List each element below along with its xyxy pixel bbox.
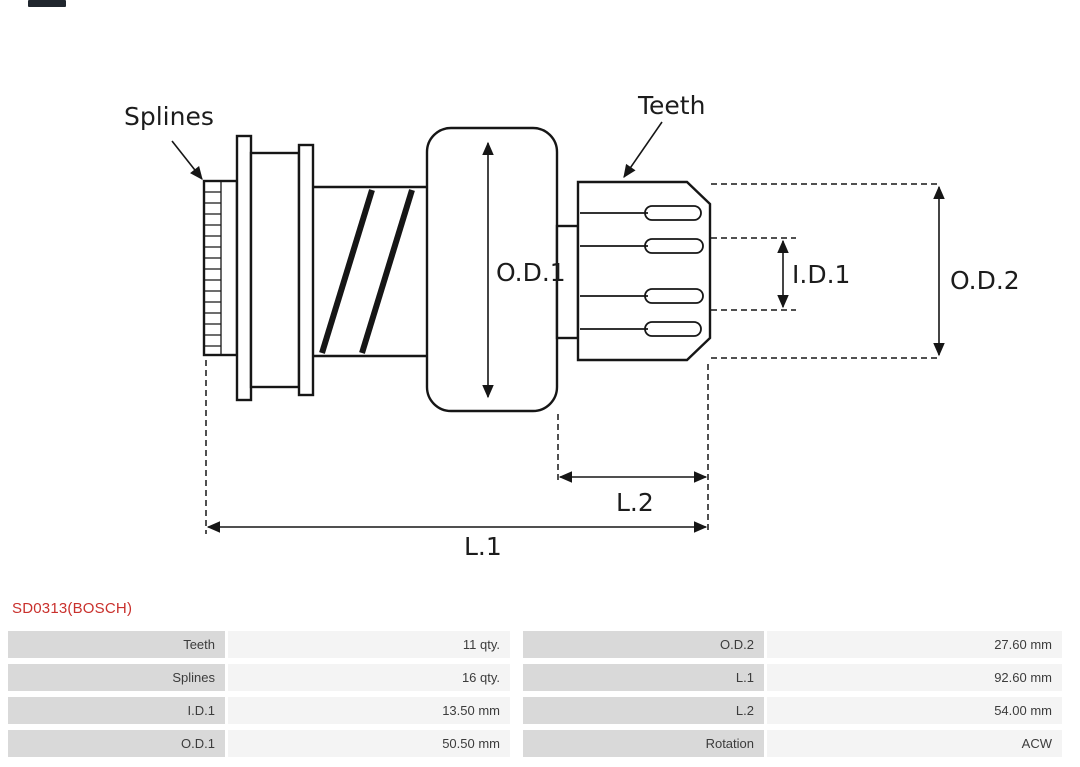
product-code: SD0313(BOSCH) (12, 600, 133, 617)
pinion-gear (576, 180, 712, 362)
front-disc (235, 134, 253, 402)
spec-value: 50.50 mm (228, 730, 510, 757)
spec-row: Splines 16 qty. L.1 92.60 mm (8, 664, 1062, 691)
spec-row: O.D.1 50.50 mm Rotation ACW (8, 730, 1062, 757)
collar (249, 151, 301, 389)
spec-row: I.D.1 13.50 mm L.2 54.00 mm (8, 697, 1062, 724)
logo-fragment (28, 0, 66, 7)
l2-label: L.2 (616, 488, 654, 517)
spec-value: ACW (767, 730, 1062, 757)
construction-lines (205, 183, 941, 534)
splines-label: Splines (124, 102, 214, 131)
spec-value: 13.50 mm (228, 697, 510, 724)
spring-coil (319, 189, 375, 354)
od1-label: O.D.1 (496, 258, 566, 287)
spec-label: O.D.1 (8, 730, 225, 757)
spec-value: 16 qty. (228, 664, 510, 691)
spec-label: L.2 (523, 697, 764, 724)
spec-value: 11 qty. (228, 631, 510, 658)
spec-label: I.D.1 (8, 697, 225, 724)
spec-value: 92.60 mm (767, 664, 1062, 691)
spring-coil (359, 189, 415, 354)
spec-label: Teeth (8, 631, 225, 658)
dimension-lines (171, 121, 945, 533)
od2-label: O.D.2 (950, 266, 1020, 295)
flange (297, 143, 315, 397)
pinion-teeth (580, 205, 704, 337)
cell-spacer (513, 664, 520, 691)
spec-row: Teeth 11 qty. O.D.2 27.60 mm (8, 631, 1062, 658)
splines-leader-arrow (171, 140, 203, 180)
cell-spacer (513, 730, 520, 757)
drive-part (202, 126, 712, 413)
spec-table: Teeth 11 qty. O.D.2 27.60 mm Splines 16 … (8, 631, 1062, 763)
diagram-labels: Splines Teeth O.D.1 I.D.1 O.D.2 L.2 L.1 (124, 91, 1020, 561)
diagram-area: Splines Teeth O.D.1 I.D.1 O.D.2 L.2 L.1 (124, 91, 1020, 561)
spec-label: L.1 (523, 664, 764, 691)
cell-spacer (513, 631, 520, 658)
l1-label: L.1 (464, 532, 502, 561)
spec-label: O.D.2 (523, 631, 764, 658)
id1-label: I.D.1 (792, 260, 850, 289)
teeth-leader-arrow (623, 121, 663, 178)
starter-drive-diagram: Splines Teeth O.D.1 I.D.1 O.D.2 L.2 L.1 (124, 91, 1020, 561)
spec-value: 27.60 mm (767, 631, 1062, 658)
spline-ridges (204, 181, 222, 355)
cell-spacer (513, 697, 520, 724)
spec-label: Splines (8, 664, 225, 691)
spec-label: Rotation (523, 730, 764, 757)
teeth-label: Teeth (637, 91, 705, 120)
spec-value: 54.00 mm (767, 697, 1062, 724)
